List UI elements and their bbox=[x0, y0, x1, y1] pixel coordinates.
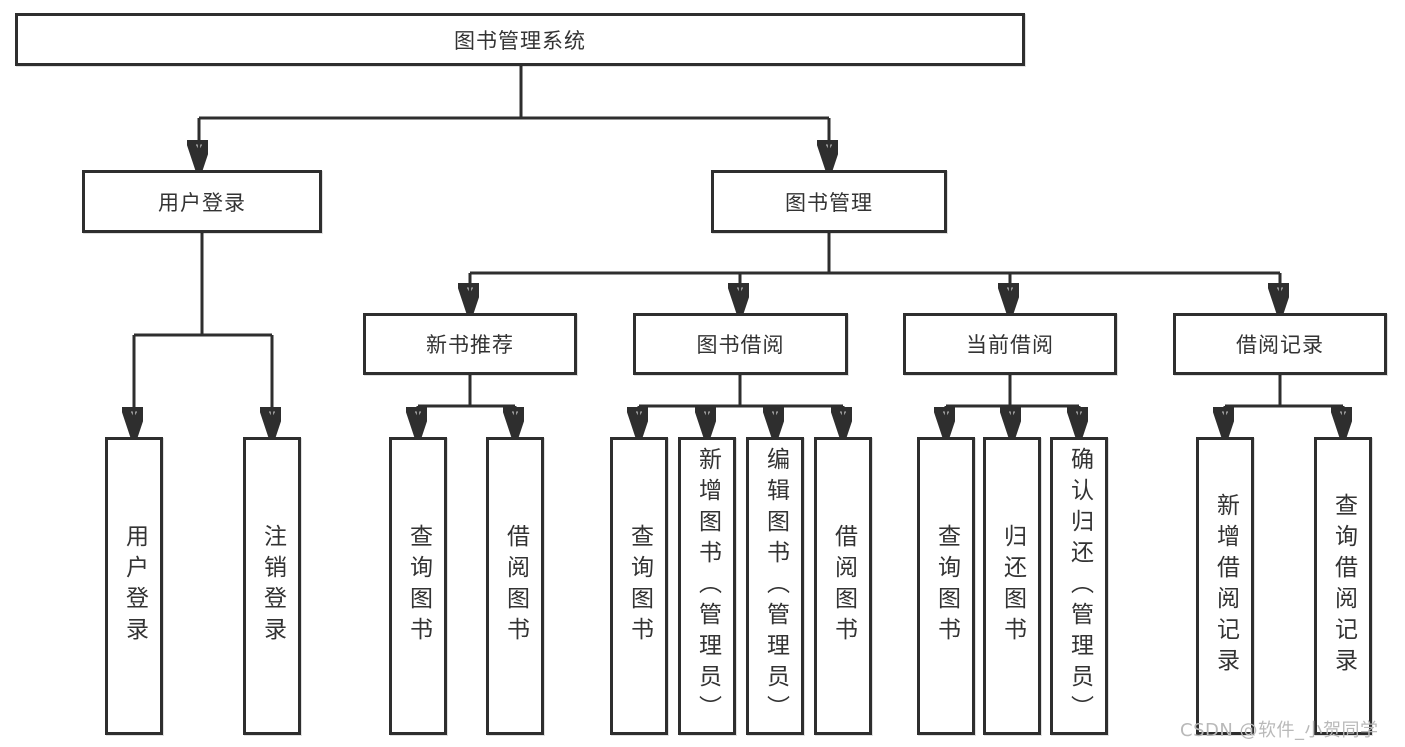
leaf-recommend-borrow-books: 借阅图书 bbox=[486, 437, 544, 735]
node-book-management: 图书管理 bbox=[711, 170, 947, 233]
leaf-edit-books-admin: 编辑图书（管理员） bbox=[746, 437, 804, 735]
leaf-return-books: 归还图书 bbox=[983, 437, 1041, 735]
node-user-login: 用户登录 bbox=[82, 170, 322, 233]
leaf-borrow-query-books: 查询图书 bbox=[610, 437, 668, 735]
branch-current-borrow bbox=[946, 375, 1079, 434]
leaf-current-query-books: 查询图书 bbox=[917, 437, 975, 735]
leaf-query-borrow-record: 查询借阅记录 bbox=[1314, 437, 1372, 735]
leaf-confirm-return-admin: 确认归还（管理员） bbox=[1050, 437, 1108, 735]
node-library-management-system: 图书管理系统 bbox=[15, 13, 1025, 66]
node-current-borrow: 当前借阅 bbox=[903, 313, 1117, 375]
leaf-borrow-books: 借阅图书 bbox=[814, 437, 872, 735]
branch-borrow-records bbox=[1225, 375, 1343, 434]
branch-root bbox=[199, 66, 829, 167]
leaf-add-borrow-record: 新增借阅记录 bbox=[1196, 437, 1254, 735]
branch-user-login bbox=[134, 233, 272, 434]
node-book-borrow: 图书借阅 bbox=[633, 313, 848, 375]
branch-book-borrow bbox=[639, 375, 843, 434]
branch-new-book-recommend bbox=[418, 375, 515, 434]
node-borrow-records: 借阅记录 bbox=[1173, 313, 1387, 375]
csdn-watermark: CSDN @软件_小贺同学 bbox=[1180, 720, 1379, 741]
branch-book-management bbox=[470, 233, 1280, 310]
node-new-book-recommend: 新书推荐 bbox=[363, 313, 577, 375]
leaf-logout-login: 注销登录 bbox=[243, 437, 301, 735]
leaf-recommend-query-books: 查询图书 bbox=[389, 437, 447, 735]
leaf-add-books-admin: 新增图书（管理员） bbox=[678, 437, 736, 735]
leaf-user-login: 用户登录 bbox=[105, 437, 163, 735]
